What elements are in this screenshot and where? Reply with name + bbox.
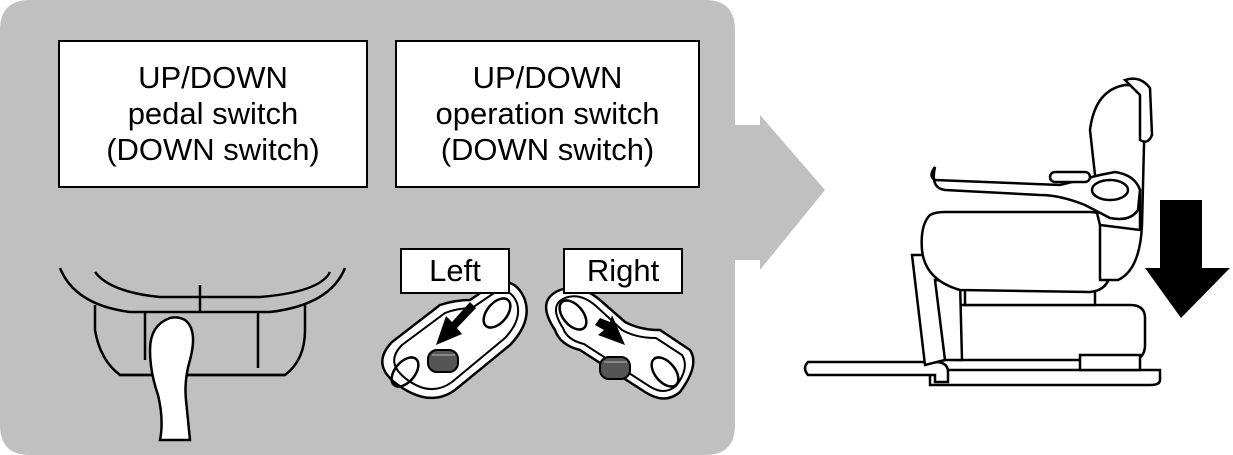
pedal-label-line-3: (DOWN switch) <box>106 132 320 167</box>
left-press-arrow-icon <box>436 302 476 345</box>
foot-icon <box>148 316 195 442</box>
pedal-label-line-2: pedal switch <box>127 96 299 131</box>
operation-label-line-2: operation switch <box>435 96 660 131</box>
operation-label-line-3: (DOWN switch) <box>440 132 655 167</box>
right-press-arrow-icon <box>595 315 625 345</box>
pedal-label-line-1: UP/DOWN <box>138 60 288 95</box>
left-switch-label-text: Left <box>429 253 481 288</box>
left-switch-label: Left <box>400 248 510 294</box>
pedal-switch-illustration <box>58 267 347 377</box>
pedal-switch-label-box: UP/DOWN pedal switch (DOWN switch) <box>58 40 368 188</box>
operation-label-line-1: UP/DOWN <box>472 60 623 95</box>
right-switch-label-text: Right <box>586 253 660 288</box>
chair-illustration <box>803 77 1162 387</box>
right-switch-label: Right <box>563 248 683 294</box>
down-arrow-icon <box>1145 200 1230 318</box>
operation-switch-label-box: UP/DOWN operation switch (DOWN switch) <box>395 40 700 188</box>
right-operation-switch <box>545 286 695 400</box>
